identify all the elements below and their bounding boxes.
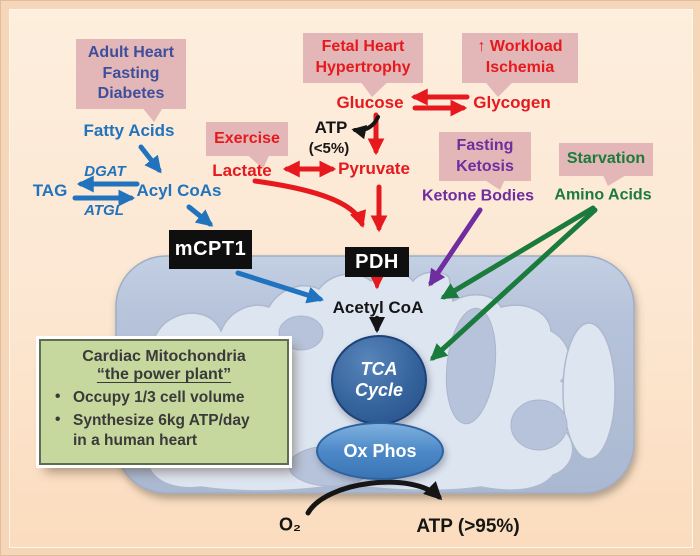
arrow-fattyacids-to-acylcoas	[138, 144, 162, 174]
info-box-subtitle: “the power plant”	[96, 366, 232, 383]
info-box-cardiac-mitochondria: Cardiac Mitochondria “the power plant” O…	[36, 336, 292, 468]
arrow-ketones-to-acetylcoa	[428, 207, 483, 287]
label-lactate: Lactate	[212, 160, 272, 180]
callout-workload-ischemia: ↑ Workload Ischemia	[462, 33, 578, 83]
arrow-o2-to-atp	[305, 479, 443, 516]
callout-starvation: Starvation	[559, 143, 653, 176]
enzyme-box-mcpt1: mCPT1	[169, 230, 252, 269]
callout-adult-heart: Adult Heart Fasting Diabetes	[76, 39, 186, 109]
arrow-glycolysis-atp	[351, 115, 380, 140]
info-box-title: Cardiac Mitochondria	[82, 348, 246, 365]
label-atp-output: ATP (>95%)	[416, 515, 520, 537]
label-pyruvate: Pyruvate	[338, 158, 410, 178]
arrow-aminoacids-to-acetylcoa	[440, 205, 596, 300]
tca-cycle-circle: TCA Cycle	[331, 335, 427, 425]
arrow-lactate-to-pdh	[252, 178, 367, 229]
label-acetyl-coa: Acetyl CoA	[332, 297, 424, 317]
label-oxygen: O₂	[279, 514, 301, 535]
label-fatty-acids: Fatty Acids	[83, 120, 175, 140]
enzyme-box-pdh: PDH	[345, 247, 409, 277]
ox-phos-ellipse: Ox Phos	[316, 422, 444, 480]
arrow-mcpt1-to-acetylcoa	[235, 270, 325, 304]
label-atgl: ATGL	[84, 202, 124, 220]
arrow-acylcoas-to-mcpt1	[186, 204, 214, 227]
label-atp-glycolysis: ATP	[314, 117, 348, 137]
label-dgat: DGAT	[84, 163, 126, 181]
callout-fetal-heart: Fetal Heart Hypertrophy	[303, 33, 423, 83]
arrow-aminoacids-to-tca	[429, 207, 598, 361]
label-amino-acids: Amino Acids	[554, 186, 652, 204]
info-box-bullet-2: Synthesize 6kg ATP/day in a human heart	[47, 410, 281, 451]
callout-fasting-ketosis: Fasting Ketosis	[439, 132, 531, 181]
label-ketone-bodies: Ketone Bodies	[421, 187, 535, 205]
info-box-bullet-1: Occupy 1/3 cell volume	[47, 387, 281, 408]
label-atp-glycolysis-percent: (<5%)	[308, 140, 350, 158]
label-tag: TAG	[32, 180, 68, 200]
callout-exercise: Exercise	[206, 122, 288, 156]
label-glycogen: Glycogen	[473, 92, 551, 112]
label-acyl-coas: Acyl CoAs	[136, 180, 222, 200]
label-glucose: Glucose	[336, 92, 404, 112]
arrow-layer	[72, 88, 598, 516]
